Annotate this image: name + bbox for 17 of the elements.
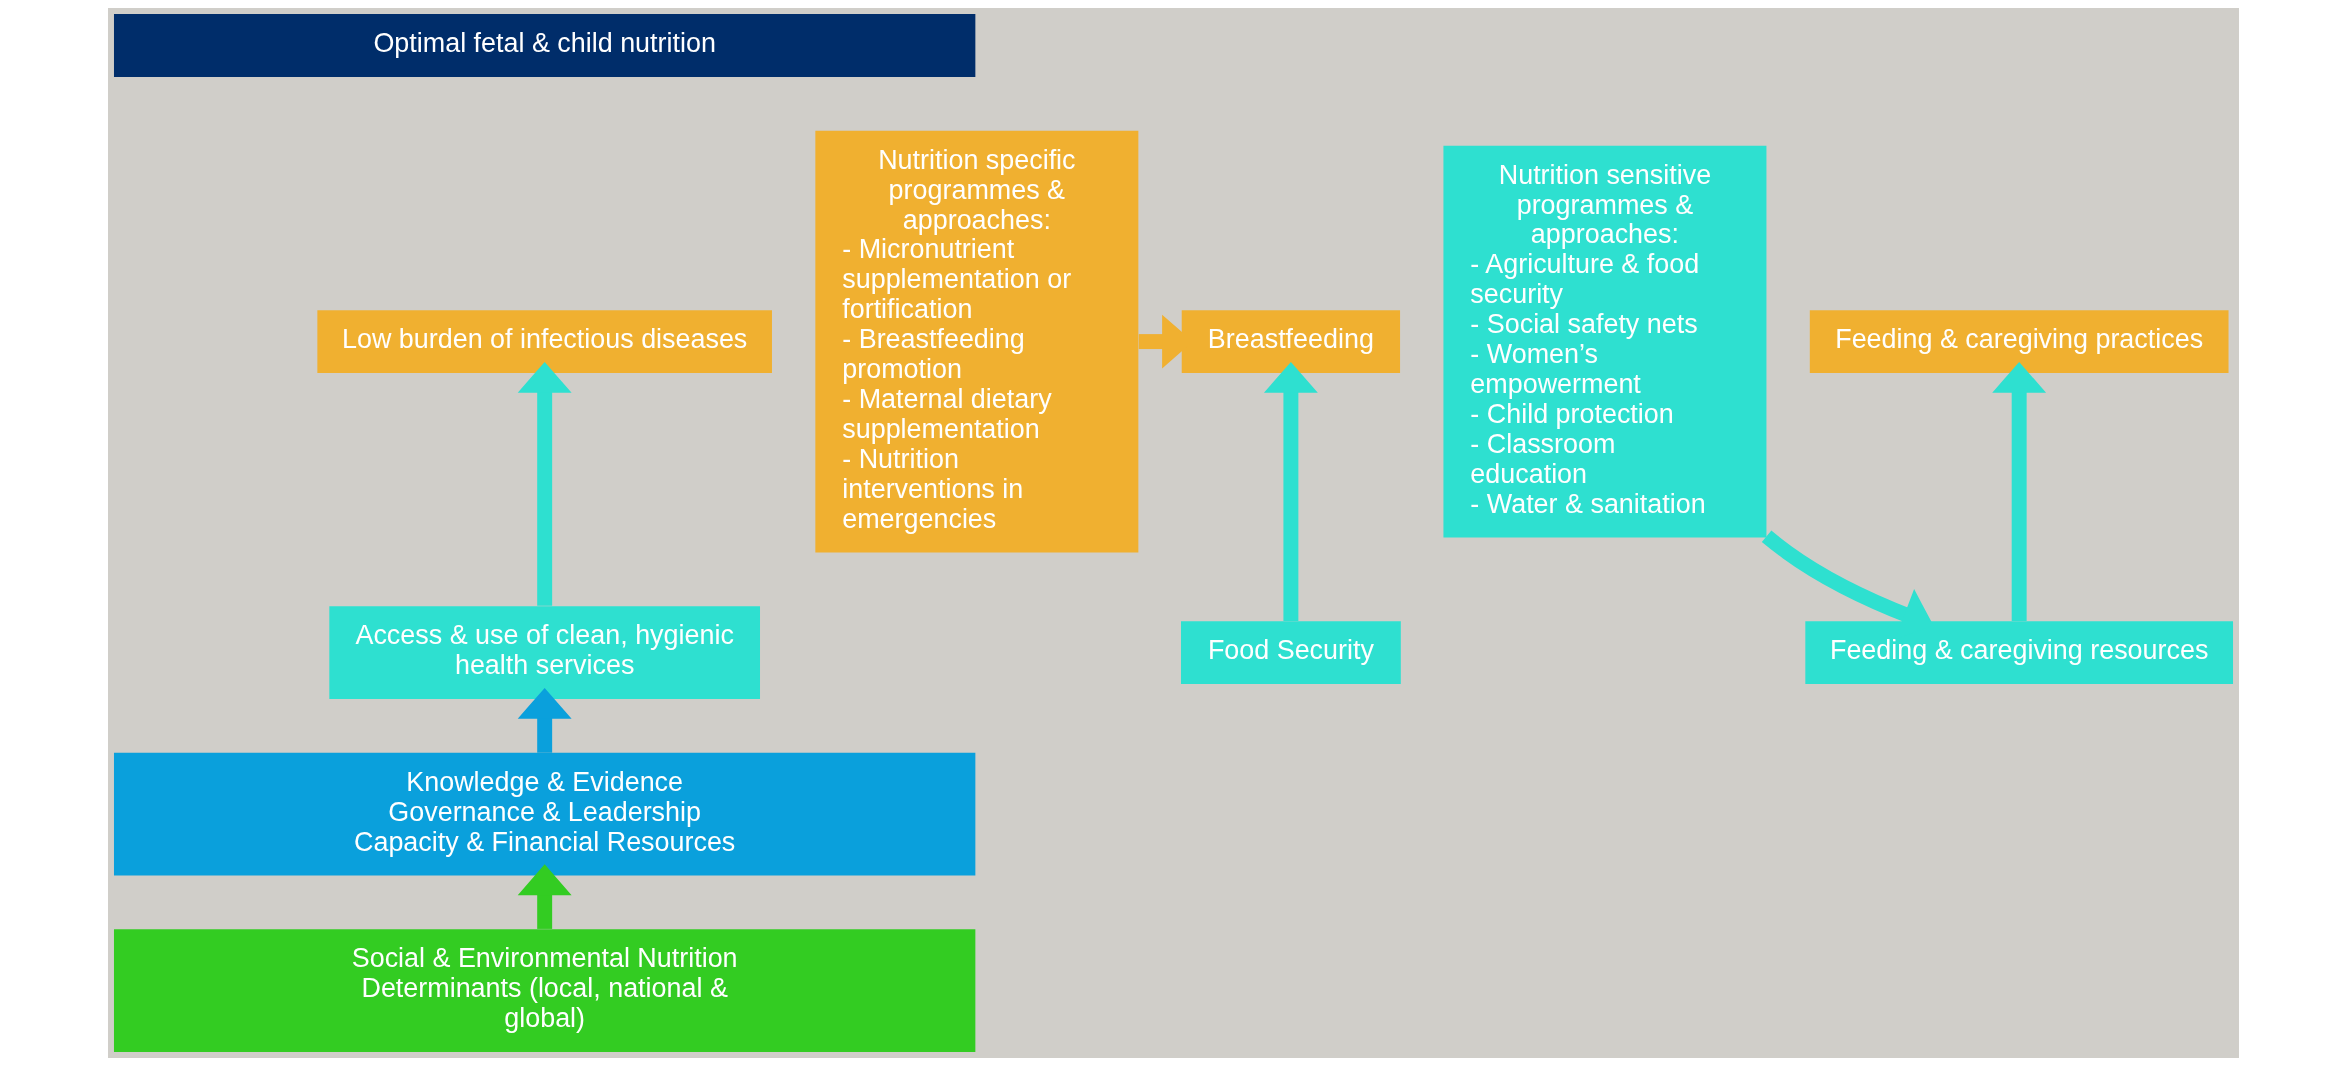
node-box: Feeding & caregiving resources [1804, 621, 2233, 685]
arrow [1761, 530, 1933, 640]
arrow [517, 687, 572, 753]
node-box: Social & Environmental Nutrition Determinants (local, national & global) [113, 929, 975, 1052]
node-box: Nutrition specific programmes & approaches: - Micronutrient supplementation or fortification - Breastfeeding promotion - Maternal dietary supplementation - Nutrition interventions in emergencies [814, 130, 1138, 553]
node-box: Nutrition sensitive programmes & approaches: - Agriculture & food security - Social safety nets - Women’s empowerment - Child protection - Classroom education - Water & sanitation [1442, 145, 1766, 538]
arrow [517, 361, 572, 606]
node-box: Food Security [1180, 621, 1401, 685]
arrow [1263, 361, 1318, 622]
arrow [517, 864, 572, 929]
node-box: Breastfeeding [1181, 310, 1400, 373]
node-box: Access & use of clean, hygienic health services [328, 606, 760, 699]
arrow [1991, 361, 2046, 622]
node-box: Optimal fetal & child nutrition [113, 14, 975, 77]
node-box: Low burden of infectious diseases [316, 310, 772, 373]
node-box: Feeding & caregiving practices [1809, 310, 2229, 373]
node-box: Knowledge & Evidence Governance & Leadership Capacity & Financial Resources [113, 752, 975, 876]
